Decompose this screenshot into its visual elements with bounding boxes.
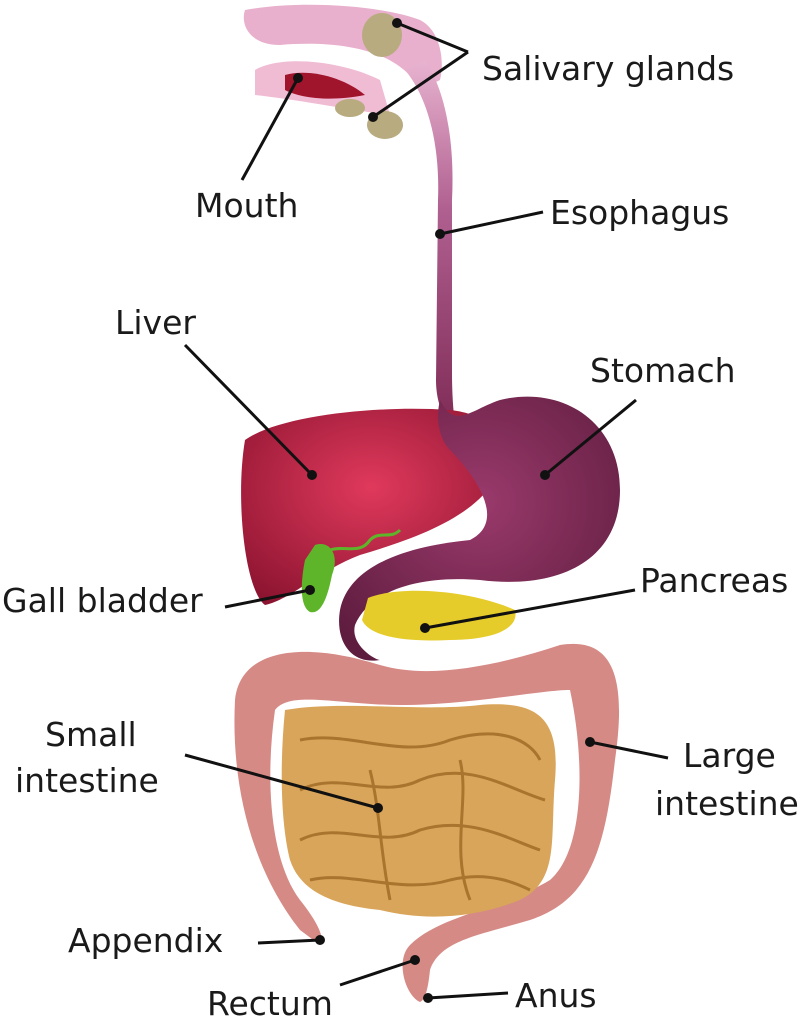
bile-duct bbox=[329, 528, 402, 552]
label-small-intestine-line1: Small bbox=[45, 715, 137, 754]
dot bbox=[435, 229, 445, 239]
label-stomach: Stomach bbox=[590, 351, 736, 390]
liver-shape bbox=[241, 408, 502, 605]
leader-anus bbox=[427, 991, 509, 1000]
dot bbox=[293, 73, 303, 83]
dot bbox=[410, 955, 420, 965]
oral-cavity bbox=[285, 72, 365, 99]
dot bbox=[420, 623, 430, 633]
label-rectum: Rectum bbox=[207, 984, 333, 1023]
label-small-intestine-line2: intestine bbox=[15, 761, 159, 800]
leader-rectum bbox=[339, 958, 416, 987]
leader-mouth bbox=[240, 77, 300, 181]
leader-appendix bbox=[257, 938, 321, 945]
label-anus: Anus bbox=[515, 976, 597, 1015]
leader-large-intestine bbox=[589, 740, 669, 760]
dot bbox=[585, 737, 595, 747]
small-intestine-coils bbox=[299, 732, 546, 901]
stomach-shape bbox=[339, 396, 620, 661]
dot bbox=[315, 935, 325, 945]
leader-gall-bladder bbox=[224, 588, 311, 609]
dot bbox=[423, 993, 433, 1003]
salivary-gland-lower-1 bbox=[335, 99, 365, 117]
leader-small-intestine bbox=[184, 753, 379, 810]
leader-salivary-upper bbox=[396, 21, 469, 54]
leader-liver bbox=[183, 343, 314, 477]
leader-stomach bbox=[544, 398, 637, 477]
dot bbox=[373, 803, 383, 813]
leader-lines bbox=[183, 18, 669, 1003]
gall-bladder-shape bbox=[301, 544, 335, 613]
salivary-gland-upper bbox=[362, 13, 402, 57]
esophagus-shape bbox=[405, 60, 470, 433]
label-mouth: Mouth bbox=[195, 186, 298, 225]
leader-esophagus bbox=[439, 210, 544, 236]
label-large-intestine-line2: intestine bbox=[655, 784, 799, 823]
label-pancreas: Pancreas bbox=[640, 561, 788, 600]
leader-pancreas bbox=[424, 588, 636, 630]
dot bbox=[368, 112, 378, 122]
label-liver: Liver bbox=[115, 303, 196, 342]
small-intestine-shape bbox=[281, 704, 556, 917]
label-esophagus: Esophagus bbox=[550, 193, 729, 232]
dot bbox=[392, 18, 402, 28]
label-large-intestine-line1: Large bbox=[683, 736, 776, 775]
pancreas-shape bbox=[362, 590, 516, 641]
dot bbox=[307, 470, 317, 480]
label-salivary-glands: Salivary glands bbox=[482, 49, 734, 88]
label-gall-bladder: Gall bladder bbox=[2, 581, 203, 620]
large-intestine-shape bbox=[234, 643, 620, 1002]
leader-salivary-lower bbox=[372, 50, 469, 119]
label-appendix: Appendix bbox=[68, 921, 223, 960]
dot bbox=[540, 470, 550, 480]
dot bbox=[305, 585, 315, 595]
